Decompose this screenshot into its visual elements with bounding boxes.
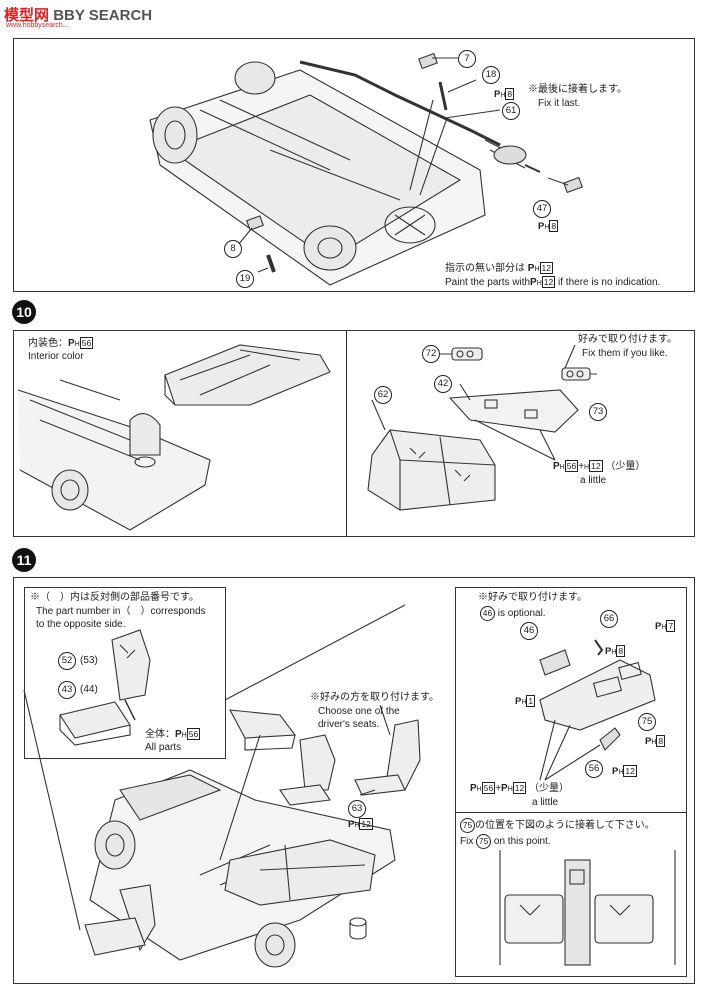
note-choose-seat-en1: Choose one of the [318, 706, 400, 717]
all-parts-en: All parts [145, 742, 182, 753]
note-opposite-side-en1: The part number in（ ）corresponds [36, 606, 206, 617]
part-47: 47 [533, 200, 551, 218]
note-fix-last-jp: ※最後に接着します。 [528, 84, 627, 95]
note-choose-seat-en2: driver's seats. [318, 719, 380, 730]
part-66: 66 [600, 610, 618, 628]
note-optional-en-11: 46 is optional. [480, 606, 546, 621]
part-44-pair: (44) [80, 684, 98, 695]
part-52: 52 [58, 652, 76, 670]
part-53-pair: (53) [80, 655, 98, 666]
part-72: 72 [422, 345, 440, 363]
note-optional-jp-11: ※好みで取り付けます。 [478, 592, 587, 603]
part-42: 42 [434, 375, 452, 393]
note-optional-en-10: Fix them if you like. [582, 348, 668, 359]
part-56: 56 [585, 760, 603, 778]
part-46: 46 [520, 622, 538, 640]
watermark-logo: 模型网 BBY SEARCH [4, 7, 153, 24]
part-75: 75 [638, 713, 656, 731]
interior-color-en: Interior color [28, 351, 84, 362]
part-19: 19 [236, 270, 254, 288]
part-62: 62 [374, 386, 392, 404]
part-18: 18 [482, 66, 500, 84]
part-43: 43 [58, 681, 76, 699]
part-73: 73 [589, 403, 607, 421]
note-optional-jp-10: 好みで取り付けます。 [578, 334, 677, 345]
part-61: 61 [502, 102, 520, 120]
a-little-11: a little [532, 797, 559, 808]
a-little-10: a little [580, 475, 607, 486]
part-63: 63 [348, 800, 366, 818]
note-fix-last-en: Fix it last. [538, 98, 581, 109]
note-opposite-side-en2: to the opposite side. [36, 619, 126, 630]
part-7: 7 [458, 50, 476, 68]
note-fix-point-en: Fix 75 on this point. [460, 834, 551, 849]
part-8: 8 [224, 240, 242, 258]
note-choose-seat-jp: ※好みの方を取り付けます。 [310, 692, 439, 703]
note-opposite-side-jp: ※（ ）内は反対側の部品番号です。 [30, 592, 199, 603]
step-10-badge: 10 [12, 300, 36, 324]
step-11-badge: 11 [12, 548, 36, 572]
watermark-url: www.hobbysearch... [6, 22, 69, 29]
